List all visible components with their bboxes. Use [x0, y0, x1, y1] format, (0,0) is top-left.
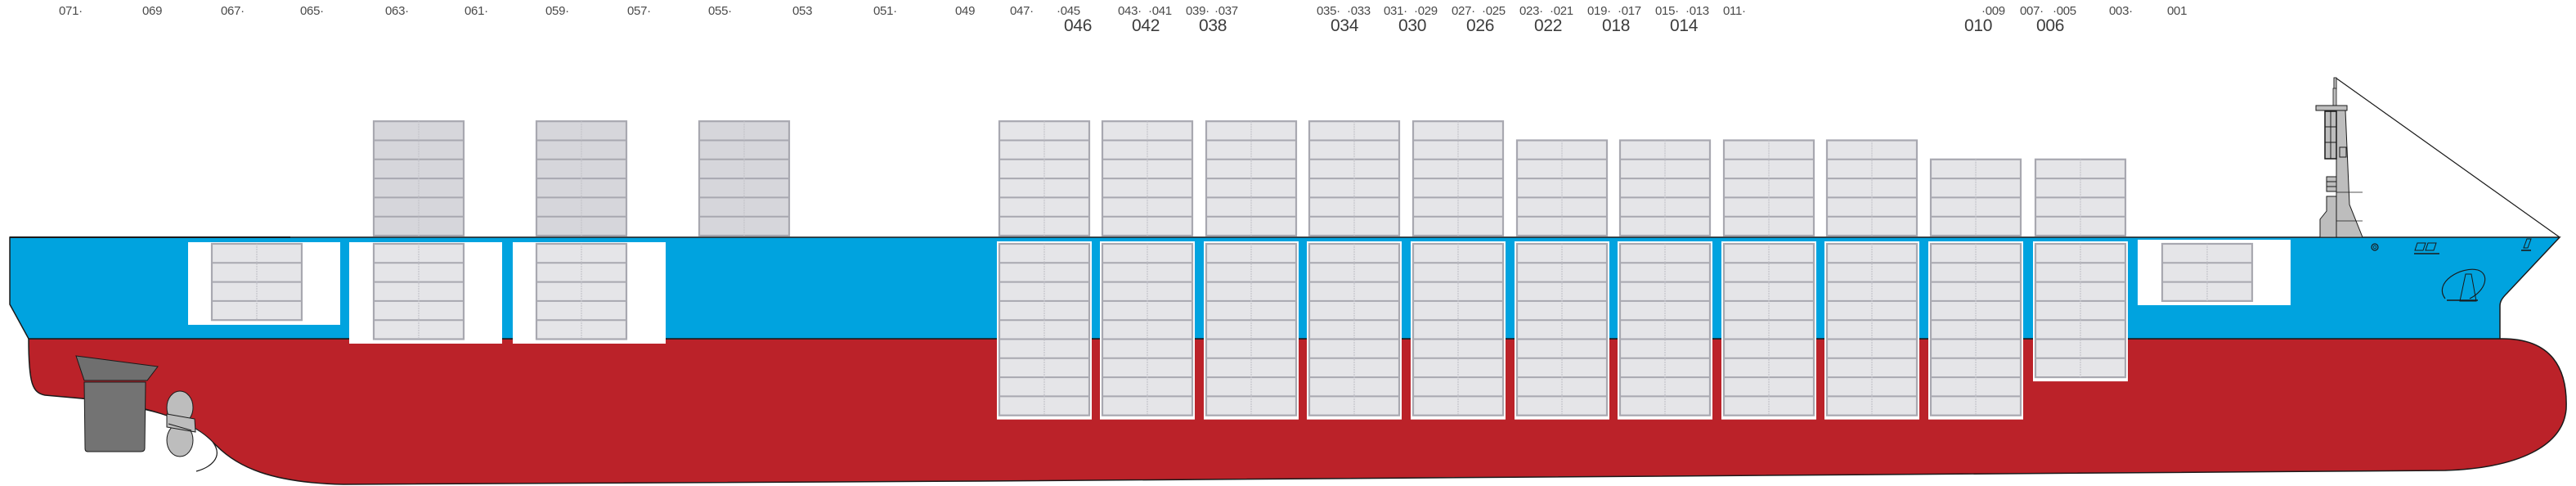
bay-label: 065· — [300, 4, 324, 18]
propeller-icon — [166, 390, 196, 457]
bay-label: ·009 — [1981, 4, 2005, 18]
bay-label: 051· — [873, 4, 897, 18]
bay-label: 049 — [955, 4, 976, 18]
bay-label-main: 038 — [1199, 16, 1227, 35]
bay-label: 063· — [385, 4, 409, 18]
bay-label: ·013 — [1685, 4, 1709, 18]
bay-label: ·029 — [1414, 4, 1438, 18]
bay-label: 035· — [1317, 4, 1340, 18]
bay-label-main: 034 — [1331, 16, 1359, 35]
bay-label-main: 022 — [1534, 16, 1563, 35]
container-stacks — [188, 120, 2291, 420]
bay-label: 015· — [1655, 4, 1679, 18]
bay-label: 007· — [2020, 4, 2044, 18]
bay-label: 039· — [1186, 4, 1209, 18]
bay-label-main: 030 — [1398, 16, 1427, 35]
anchor-icon — [2441, 268, 2486, 302]
bay-label: 031· — [1384, 4, 1407, 18]
bay-label: 053 — [792, 4, 813, 18]
bay-label: 027· — [1452, 4, 1475, 18]
bay-label: ·021 — [1550, 4, 1573, 18]
bay-label: 055· — [708, 4, 732, 18]
bay-label: 001 — [2167, 4, 2188, 18]
bay-label-main: 010 — [1964, 16, 1993, 35]
rudder-icon — [75, 355, 159, 452]
bay-label: ·045 — [1057, 4, 1080, 18]
bay-label: ·025 — [1482, 4, 1506, 18]
bay-label: 047· — [1010, 4, 1034, 18]
forward-mast-icon — [2315, 77, 2560, 238]
hawse-mark-icon — [2371, 243, 2379, 251]
bay-label: 011· — [1723, 4, 1746, 18]
bay-label: ·037 — [1214, 4, 1238, 18]
bay-label: ·033 — [1347, 4, 1371, 18]
bay-label-main: 042 — [1132, 16, 1160, 35]
bay-label: 059· — [545, 4, 569, 18]
bay-label: 061· — [464, 4, 488, 18]
bay-label-main: 026 — [1466, 16, 1495, 35]
bay-label: ·041 — [1148, 4, 1172, 18]
bay-label-main: 014 — [1670, 16, 1699, 35]
bay-label: 067· — [221, 4, 245, 18]
bay-label-main: 018 — [1602, 16, 1631, 35]
bay-label: ·017 — [1618, 4, 1641, 18]
bay-label: 003· — [2109, 4, 2133, 18]
bay-label: 057· — [627, 4, 651, 18]
bay-label: ·005 — [2053, 4, 2076, 18]
bay-label: 023· — [1519, 4, 1543, 18]
bay-label-main: 006 — [2036, 16, 2065, 35]
bay-label: 069 — [142, 4, 163, 18]
bay-label: 043· — [1118, 4, 1142, 18]
bay-label: 071· — [59, 4, 83, 18]
bay-label: 019· — [1587, 4, 1611, 18]
bay-label-main: 046 — [1064, 16, 1093, 35]
